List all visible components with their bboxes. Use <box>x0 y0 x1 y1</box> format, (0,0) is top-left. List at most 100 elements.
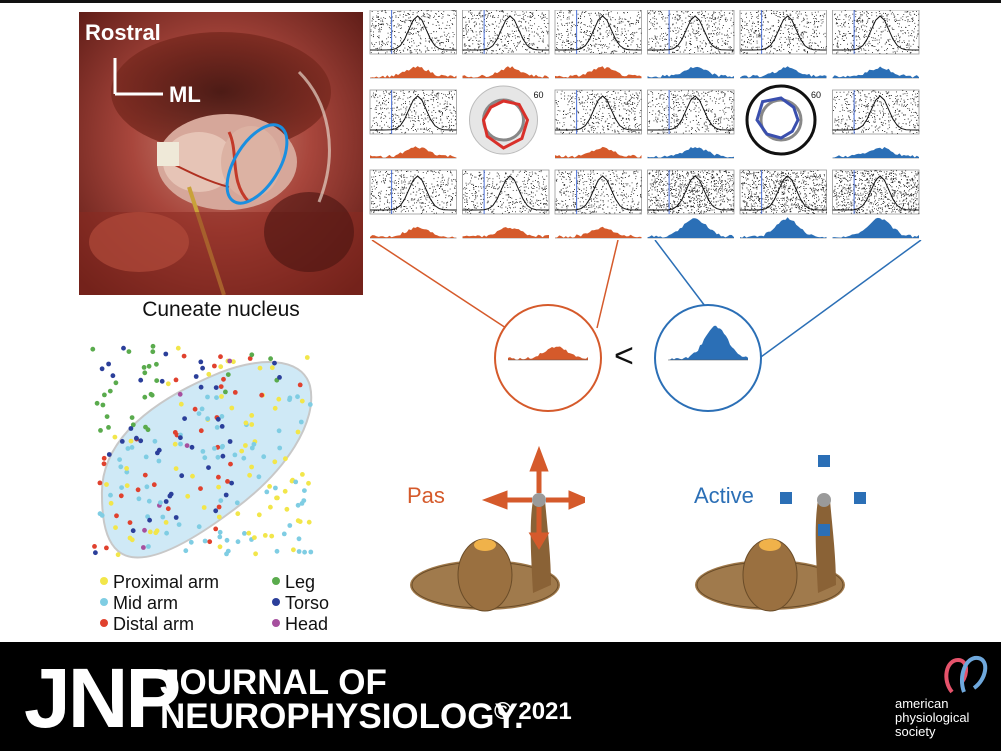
map-dot <box>249 352 255 358</box>
map-dot <box>276 428 282 434</box>
map-dot <box>108 492 113 498</box>
map-dot <box>287 395 293 401</box>
map-dot <box>202 455 208 461</box>
legend-item-torso: Torso <box>272 593 329 614</box>
map-dot <box>190 473 195 479</box>
map-dot <box>253 551 258 557</box>
map-dot <box>147 517 152 523</box>
map-dot <box>198 359 204 365</box>
map-dot <box>231 359 236 365</box>
map-dot <box>218 354 223 360</box>
psth-histogram <box>647 147 734 159</box>
map-dot <box>298 419 304 425</box>
map-dot <box>295 518 301 524</box>
map-dot <box>104 482 109 487</box>
map-dot <box>277 375 282 380</box>
map-dot <box>173 377 179 383</box>
map-dot <box>118 464 124 470</box>
map-dot <box>142 370 148 376</box>
map-dot <box>124 483 130 488</box>
map-dot <box>302 488 307 493</box>
map-dot <box>216 504 222 510</box>
active-targets <box>780 455 866 536</box>
map-dot <box>239 448 245 454</box>
psth-histogram <box>370 226 457 239</box>
map-dot <box>256 512 262 518</box>
map-dot <box>143 454 149 460</box>
map-dot <box>141 365 147 370</box>
map-dot <box>147 529 153 535</box>
map-dot <box>220 443 226 449</box>
map-dot <box>264 489 270 495</box>
map-dot <box>218 498 224 503</box>
psth-histogram <box>370 66 457 79</box>
map-dot <box>234 500 240 506</box>
map-dot <box>115 552 121 558</box>
map-dot <box>124 466 129 471</box>
map-dot <box>144 484 150 490</box>
map-dot <box>97 480 103 486</box>
map-dot <box>243 443 248 448</box>
map-dot <box>155 450 160 456</box>
active-label: Active <box>694 483 754 508</box>
map-dot <box>154 361 159 367</box>
legend-item-mid-arm: Mid arm <box>100 593 178 614</box>
map-dot <box>175 345 181 351</box>
map-dot <box>135 487 141 493</box>
dot-icon <box>272 619 280 628</box>
map-dot <box>297 382 303 388</box>
map-dot <box>102 392 107 398</box>
raster-plot <box>554 169 642 215</box>
map-dot <box>276 396 282 402</box>
map-dot <box>213 508 219 514</box>
map-dot <box>106 452 112 457</box>
map-dot <box>277 445 283 451</box>
map-dot <box>129 415 135 420</box>
map-dot <box>141 545 146 550</box>
map-dot <box>107 388 113 394</box>
map-dot <box>142 394 148 400</box>
map-dot <box>192 406 198 412</box>
raster-plot <box>369 9 457 55</box>
map-dot <box>308 549 314 555</box>
map-dot <box>97 511 103 517</box>
map-dot <box>216 514 222 520</box>
psth-histogram <box>832 66 919 79</box>
map-dot <box>196 411 202 416</box>
map-dot <box>287 523 293 528</box>
map-dot <box>143 424 148 430</box>
map-dot <box>90 346 96 352</box>
map-dot <box>138 377 144 383</box>
raster-plot <box>369 89 457 135</box>
map-dot <box>272 405 278 411</box>
map-dot <box>110 373 116 379</box>
map-dot <box>269 365 275 371</box>
map-dot <box>207 539 213 545</box>
map-dot <box>246 530 252 536</box>
map-dot <box>142 472 148 478</box>
map-dot <box>275 495 280 501</box>
map-dot <box>227 439 233 444</box>
psth-histogram <box>462 66 549 79</box>
psth-histogram <box>832 147 919 159</box>
map-dot <box>199 406 205 412</box>
map-dot <box>216 484 222 490</box>
psth-histogram <box>740 217 827 239</box>
map-dot <box>217 544 223 550</box>
map-dot <box>172 441 178 447</box>
map-dot <box>235 511 241 517</box>
map-dot <box>283 456 288 462</box>
map-dot <box>164 530 169 536</box>
map-dot <box>104 545 109 551</box>
map-dot <box>223 492 229 498</box>
map-dot <box>108 500 114 506</box>
map-dot <box>247 472 253 478</box>
map-dot <box>94 400 100 406</box>
psth-histogram <box>647 218 734 239</box>
raster-plot <box>739 169 827 215</box>
map-dot <box>307 402 313 407</box>
map-dot <box>293 479 299 485</box>
raster-plot <box>462 169 550 215</box>
psth-histogram <box>647 66 734 79</box>
raster-plot <box>647 169 735 215</box>
